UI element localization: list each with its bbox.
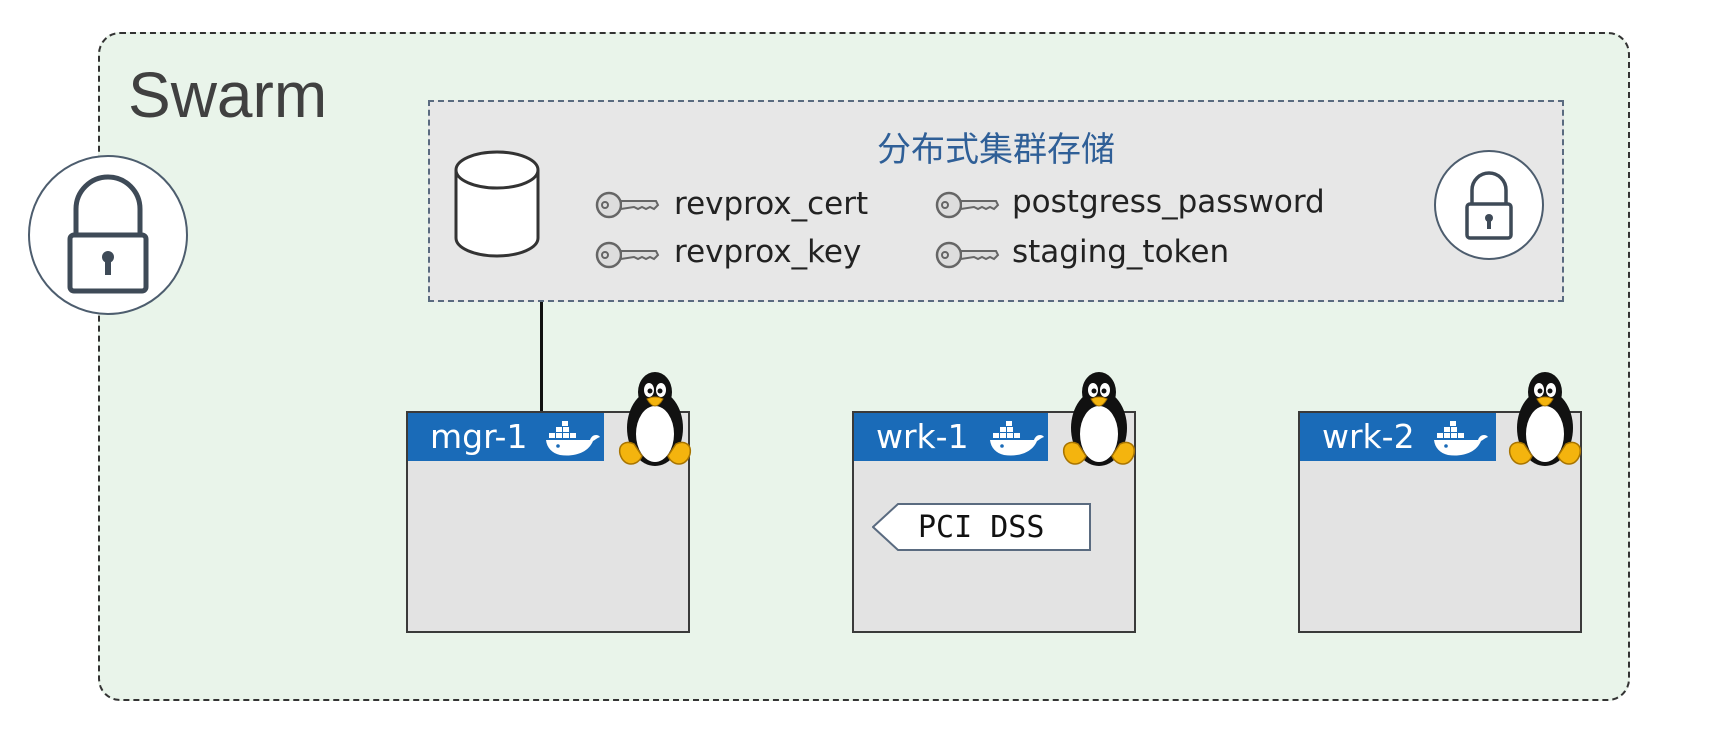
key-icon xyxy=(935,191,1000,219)
swarm-lock-icon xyxy=(28,155,188,315)
secret-item xyxy=(594,190,660,224)
secret-label: revprox_key xyxy=(674,234,862,270)
linux-penguin-icon xyxy=(1502,370,1588,476)
secret-item xyxy=(594,240,660,274)
pci-dss-tag-icon xyxy=(871,502,1092,552)
store-title: 分布式集群存储 xyxy=(877,130,1115,170)
key-icon xyxy=(935,241,1000,269)
node-tag: PCI DSS xyxy=(918,510,1045,545)
docker-whale-icon xyxy=(1434,419,1488,463)
key-icon xyxy=(595,241,660,269)
node-name: wrk-1 xyxy=(876,417,969,456)
secret-label: postgress_password xyxy=(1012,184,1325,220)
swarm-title: Swarm xyxy=(128,59,328,131)
docker-whale-icon xyxy=(546,419,600,463)
docker-whale-icon xyxy=(990,419,1044,463)
secret-item xyxy=(934,240,1000,274)
linux-penguin-icon xyxy=(1056,370,1142,476)
secret-item xyxy=(934,190,1000,224)
node-name: wrk-2 xyxy=(1322,417,1415,456)
node-name: mgr-1 xyxy=(430,417,528,456)
database-icon xyxy=(452,148,542,262)
store-manager-link xyxy=(540,302,543,412)
secret-label: staging_token xyxy=(1012,234,1230,270)
store-lock-icon xyxy=(1434,150,1544,260)
secret-label: revprox_cert xyxy=(674,186,869,222)
linux-penguin-icon xyxy=(612,370,698,476)
key-icon xyxy=(595,191,660,219)
